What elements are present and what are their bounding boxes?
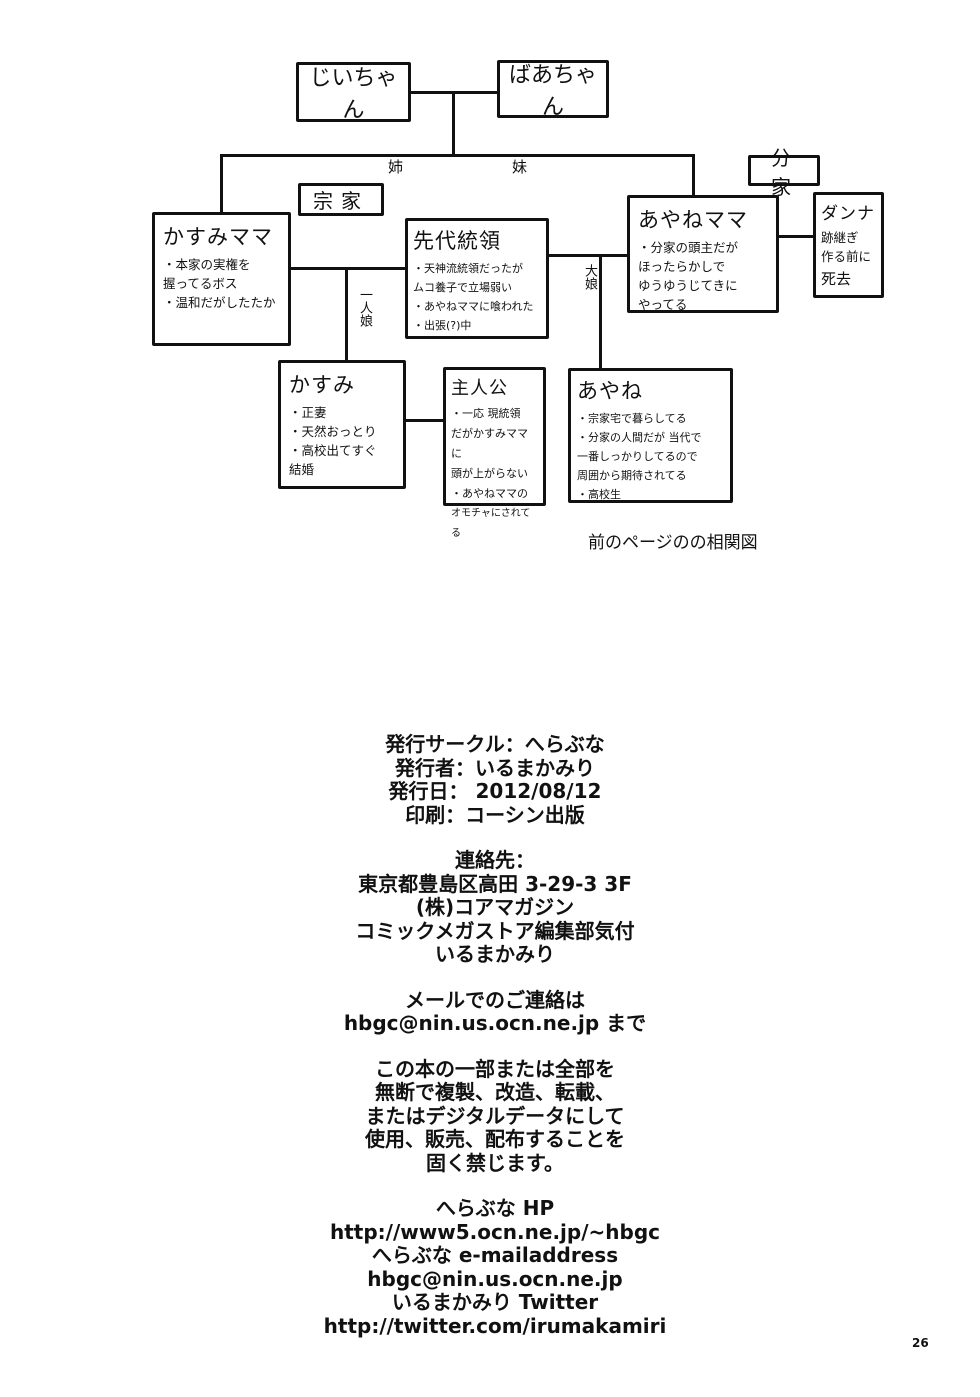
circle-line: 発行サークル：へらぶな — [385, 732, 605, 756]
marriage-line — [290, 267, 406, 270]
descent-line — [692, 154, 695, 196]
email-heading-2: へらぶな e-mailaddress — [371, 1243, 619, 1267]
notice-line: またはデジタルデータにして — [365, 1103, 625, 1128]
date-line: 発行日： 2012/08/12 — [388, 779, 602, 803]
box-note: ・高校生 — [577, 488, 621, 501]
homepage-url: http://www5.ocn.ne.jp/~hbgc — [329, 1219, 661, 1244]
box-note: ・天然おっとり — [289, 424, 377, 439]
box-title: かすみママ — [163, 225, 273, 249]
main-family-tag: 宗家 — [298, 183, 384, 216]
box-note: 握ってるボス — [163, 276, 238, 291]
daughter-label: 大娘 — [582, 264, 597, 290]
box-title: ダンナ — [821, 204, 875, 224]
page-number: 26 — [912, 1336, 929, 1350]
descent-line — [599, 255, 602, 369]
spacer — [0, 1036, 980, 1058]
grandma-box: ばあちゃん — [497, 60, 609, 120]
diagram-caption: 前のページのの相関図 — [588, 533, 758, 553]
box-note: ・一応 現統領 — [451, 407, 521, 420]
descent-line — [452, 92, 455, 155]
spacer — [0, 967, 980, 989]
kasumi-mama-box: かすみママ ・本家の実権を 握ってるボス ・温和だがしたたか — [152, 212, 291, 346]
colophon: 発行サークル：へらぶな 発行者：いるまかみり 発行日： 2012/08/12 印… — [0, 732, 980, 1338]
box-note: 死去 — [821, 270, 852, 288]
box-note: オモチャにされてる — [451, 508, 531, 539]
box-note: 作る前に — [821, 249, 872, 264]
address-line: 東京都豊島区高田 3-29-3 3F — [358, 871, 632, 896]
protagonist-box: 主人公 ・一応 現統領 だがかすみママに 頭が上がらない ・あやねママの オモチ… — [443, 367, 546, 539]
box-note: ・正妻 — [289, 405, 327, 420]
contact-heading: 連絡先： — [455, 848, 535, 872]
elder-sister-label: 姉 — [388, 158, 404, 176]
grandma-label: ばあちゃん — [508, 63, 597, 120]
grandpa-label: じいちゃん — [309, 66, 398, 123]
box-note: やってる — [638, 297, 688, 312]
descent-line — [220, 154, 223, 214]
spacer — [0, 827, 980, 849]
notice-line: この本の一部または全部を — [375, 1056, 615, 1081]
homepage-heading: へらぶな HP — [435, 1196, 555, 1220]
only-daughter-label: 一人娘 — [357, 288, 372, 327]
sibling-line — [220, 154, 695, 157]
marriage-line — [405, 419, 444, 422]
main-family-label: 宗家 — [313, 189, 369, 213]
box-note: 跡継ぎ — [821, 230, 859, 245]
box-note: ・あやねママに喰われた — [413, 300, 534, 313]
email-heading: メールでのご連絡は — [405, 987, 585, 1012]
ayane-box: あやね ・宗家宅で暮らしてる ・分家の人間だが 当代で 一番しっかりしてるので … — [568, 368, 733, 503]
box-note: ・あやねママの — [451, 487, 528, 500]
box-note: ・宗家宅で暮らしてる — [577, 412, 687, 425]
kasumi-box: かすみ ・正妻 ・天然おっとり ・高校出てすぐ 結婚 — [278, 360, 406, 489]
box-note: 周囲から期待されてる — [577, 469, 687, 482]
twitter-heading: いるまかみり Twitter — [391, 1290, 599, 1314]
box-note: 一番しっかりしてるので — [577, 450, 698, 463]
ayane-mama-box: あやねママ ・分家の頭主だが ほったらかしで ゆうゆうじてきに やってる — [627, 195, 779, 313]
notice-line: 固く禁じます。 — [426, 1150, 564, 1175]
email-line: hbgc@nin.us.ocn.ne.jp まで — [343, 1011, 647, 1035]
box-note: ・分家の頭主だが — [638, 240, 739, 255]
branch-family-tag: 分家 — [748, 146, 820, 199]
box-note: ほったらかしで — [638, 259, 726, 274]
editorial-line: コミックメガストア編集部気付 — [355, 918, 635, 943]
box-note: ゆうゆうじてきに — [638, 278, 738, 293]
affair-line — [548, 254, 628, 257]
box-title: 主人公 — [451, 378, 508, 399]
printer-line: 印刷：コーシン出版 — [405, 802, 585, 827]
former-leader-box: 先代統領 ・天神流統領だったが ムコ養子で立場弱い ・あやねママに喰われた ・出… — [405, 218, 549, 339]
husband-box: ダンナ 跡継ぎ 作る前に 死去 — [813, 192, 884, 298]
box-note: ・出張(?)中 — [413, 319, 472, 332]
company-line: (株)コアマガジン — [415, 895, 575, 919]
box-note: ムコ養子で立場弱い — [413, 281, 512, 294]
descent-line — [345, 268, 348, 361]
spacer — [0, 1175, 980, 1197]
author-line: いるまかみり — [435, 942, 555, 966]
notice-line: 使用、販売、配布することを — [365, 1127, 625, 1151]
box-note: ・高校出てすぐ — [289, 443, 377, 458]
box-note: ・分家の人間だが 当代で — [577, 431, 702, 444]
grandpa-box: じいちゃん — [296, 62, 411, 123]
box-title: あやねママ — [638, 208, 748, 232]
email-address: hbgc@nin.us.ocn.ne.jp — [367, 1266, 623, 1291]
branch-family-label: 分家 — [771, 145, 797, 199]
box-note: ・温和だがしたたか — [163, 295, 276, 310]
box-title: あやね — [577, 379, 643, 403]
box-note: 頭が上がらない — [451, 467, 528, 480]
marriage-line — [778, 235, 814, 238]
box-note: ・本家の実権を — [163, 257, 251, 272]
twitter-url: http://twitter.com/irumakamiri — [323, 1313, 667, 1338]
box-title: 先代統領 — [413, 229, 501, 253]
box-note: ・天神流統領だったが — [413, 262, 523, 275]
publisher-line: 発行者：いるまかみり — [395, 755, 595, 780]
younger-sister-label: 妹 — [512, 158, 528, 176]
box-note: だがかすみママに — [451, 427, 528, 460]
notice-line: 無断で複製、改造、転載、 — [375, 1080, 615, 1104]
box-title: かすみ — [289, 373, 355, 397]
box-note: 結婚 — [289, 462, 315, 477]
